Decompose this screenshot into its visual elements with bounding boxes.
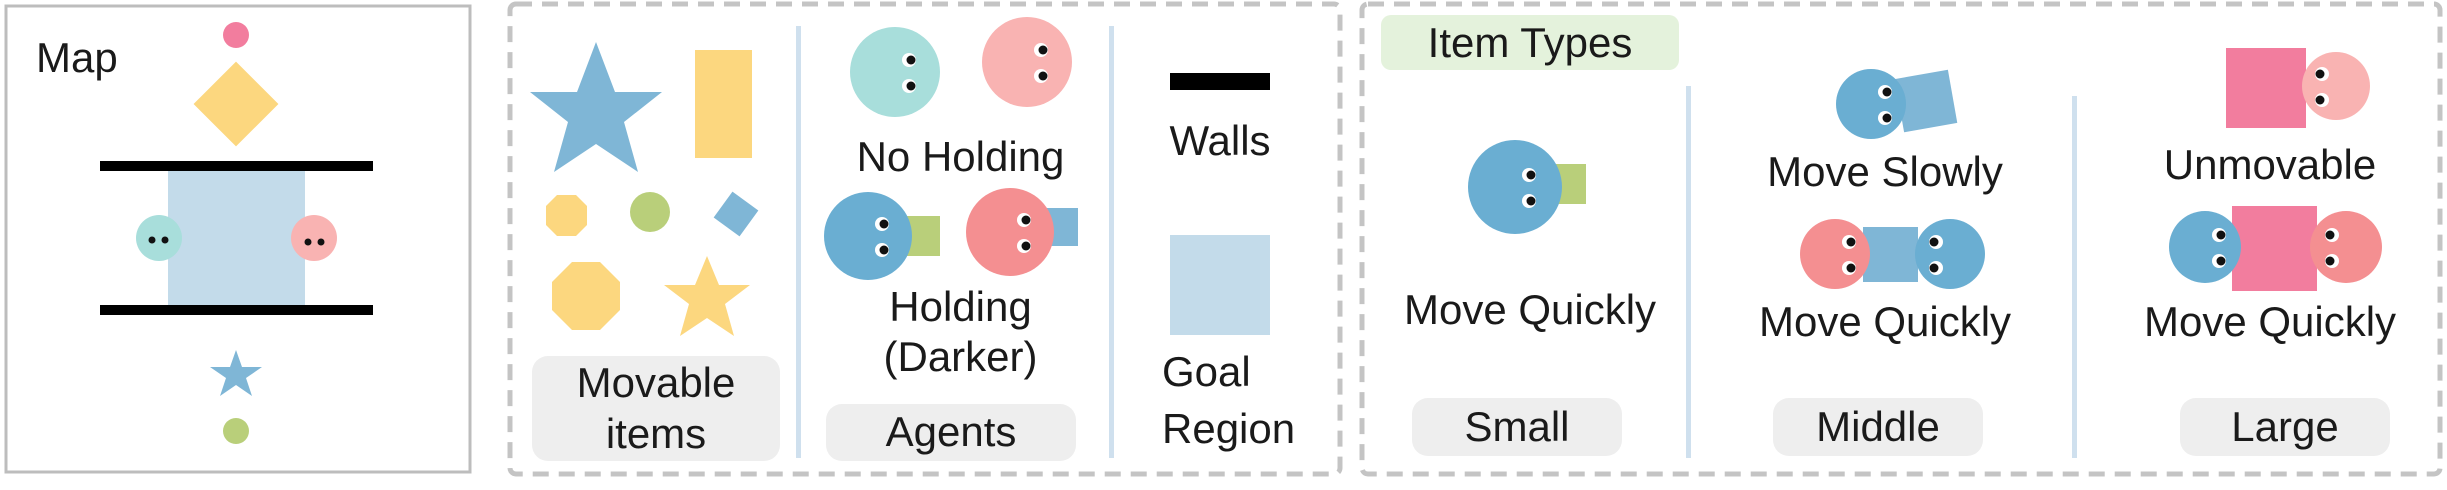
agent-blue-holding [824, 192, 940, 280]
large-move-quickly-label: Move Quickly [2143, 298, 2397, 345]
map-agent-teal [136, 215, 182, 261]
green-circle-item [630, 192, 670, 232]
yellow-rectangle-item [695, 50, 752, 158]
agents-caption: Agents [826, 404, 1076, 461]
map-goal-region [168, 168, 305, 308]
legend-panel-border [507, 1, 1343, 477]
item-types-divider-1 [1686, 86, 1691, 458]
map-blue-star-item [210, 350, 262, 396]
big-blue-star-item [530, 42, 662, 172]
small-move-quickly-label: Move Quickly [1403, 286, 1657, 333]
blue-diamond-item [713, 191, 759, 237]
legend-goal-region [1170, 235, 1270, 335]
map-title: Map [36, 34, 118, 81]
yellow-octagon-item [552, 262, 620, 330]
small-caption: Small [1412, 398, 1622, 456]
large-single-agent-with-item [2226, 48, 2370, 128]
walls-label: Walls [1169, 117, 1271, 164]
legend-divider-1 [796, 26, 801, 458]
item-types-panel-border [1359, 1, 2443, 477]
middle-move-slowly-label: Move Slowly [1767, 148, 2003, 195]
item-types-title: Item Types [1381, 15, 1679, 70]
large-two-agents-with-item [2169, 206, 2382, 291]
agent-pink-holding [966, 188, 1078, 276]
middle-two-agents-with-item [1800, 219, 1985, 289]
movable-items-caption: Movable items [532, 356, 780, 461]
goal-region-label: Goal Region [1162, 348, 1296, 452]
middle-move-quickly-label: Move Quickly [1758, 298, 2012, 345]
legend-wall [1170, 73, 1270, 90]
middle-caption: Middle [1773, 398, 1983, 456]
agent-pink-no-holding [982, 17, 1072, 107]
holding-darker-label: Holding (Darker) [883, 283, 1038, 381]
agent-teal-no-holding [850, 27, 940, 117]
large-unmovable-label: Unmovable [2163, 141, 2377, 188]
yellow-small-octagon-item [546, 195, 587, 236]
small-agent-with-item [1468, 140, 1586, 234]
map-agent-pink [291, 215, 337, 261]
map-wall-bottom [100, 305, 373, 315]
map-green-small-item [223, 418, 249, 444]
yellow-star-item [664, 256, 750, 336]
map-wall-top [100, 161, 373, 171]
no-holding-label: No Holding [856, 133, 1065, 180]
map-pink-small-item [223, 22, 249, 48]
middle-single-agent-with-item [1836, 69, 1958, 139]
large-caption: Large [2180, 398, 2390, 456]
item-types-divider-2 [2072, 96, 2077, 458]
legend-divider-2 [1109, 26, 1114, 458]
